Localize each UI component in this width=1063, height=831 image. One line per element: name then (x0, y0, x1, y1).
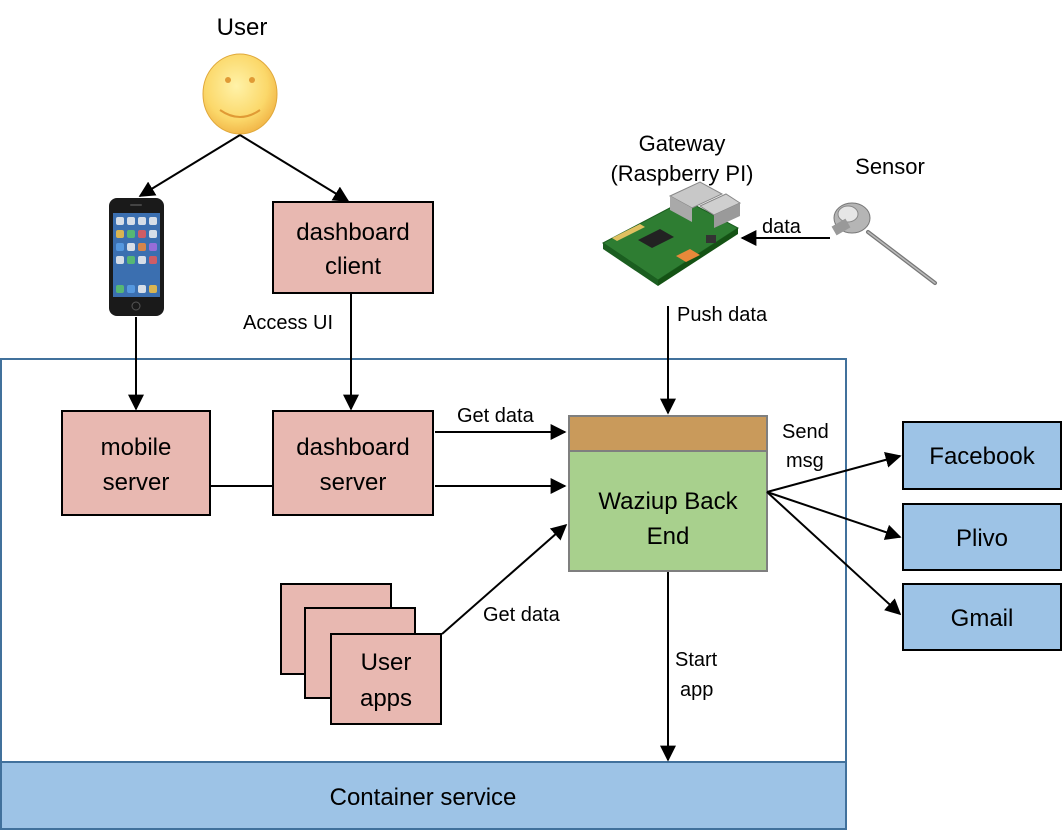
arrow-user-to-phone (138, 134, 241, 197)
container-service: Container service (0, 761, 847, 830)
sensor-label: Sensor (855, 154, 925, 179)
container-service-label: Container service (330, 784, 517, 811)
edge-label-get-data-top: Get data (457, 405, 535, 427)
user-apps-stack: User apps (280, 583, 442, 725)
svg-text:Plivo: Plivo (956, 525, 1008, 552)
gateway-label-line2: (Raspberry PI) (610, 161, 753, 186)
svg-text:User: User (361, 649, 412, 676)
edge-label-get-data-apps: Get data (483, 604, 561, 626)
gateway-label-line1: Gateway (639, 131, 726, 156)
service-facebook-box: Facebook (902, 421, 1062, 490)
edge-label-data: data (762, 216, 802, 238)
arrow-send-plivo (766, 491, 902, 540)
svg-text:apps: apps (360, 685, 412, 712)
svg-text:server: server (103, 469, 170, 496)
edge-label-start-app-1: Start (675, 649, 718, 671)
svg-text:End: End (647, 523, 690, 550)
connectors (128, 134, 902, 762)
dashboard-client-box: dashboard client (272, 201, 434, 294)
svg-text:Waziup Back: Waziup Back (598, 488, 738, 515)
svg-text:server: server (320, 469, 387, 496)
arrow-user-to-dashboard-client (239, 134, 350, 202)
smartphone-icon (109, 198, 164, 316)
svg-text:client: client (325, 253, 381, 280)
raspberry-pi-icon (602, 181, 742, 286)
svg-text:dashboard: dashboard (296, 219, 409, 246)
arrow-apps-get-data (441, 523, 568, 635)
svg-text:dashboard: dashboard (296, 434, 409, 461)
dashboard-server-box: dashboard server (272, 410, 434, 516)
waziup-backend-box: Waziup Back End (568, 415, 768, 572)
service-gmail-box: Gmail (902, 583, 1062, 651)
service-plivo-box: Plivo (902, 503, 1062, 571)
arrow-send-gmail (766, 491, 902, 616)
edge-label-start-app-2: app (680, 679, 713, 701)
svg-text:mobile: mobile (101, 434, 172, 461)
arrow-send-facebook (766, 452, 902, 493)
edge-label-access-ui: Access UI (243, 312, 333, 334)
user-icon (202, 53, 278, 135)
edge-label-send-msg-1: Send (782, 421, 829, 443)
mobile-server-box: mobile server (61, 410, 211, 516)
svg-text:Facebook: Facebook (929, 443, 1035, 470)
edge-label-push-data: Push data (677, 304, 768, 326)
svg-text:Gmail: Gmail (951, 605, 1014, 632)
edge-label-send-msg-2: msg (786, 450, 824, 472)
sensor-icon (831, 202, 937, 285)
user-label: User (217, 14, 268, 41)
backend-api-bar (568, 415, 768, 452)
